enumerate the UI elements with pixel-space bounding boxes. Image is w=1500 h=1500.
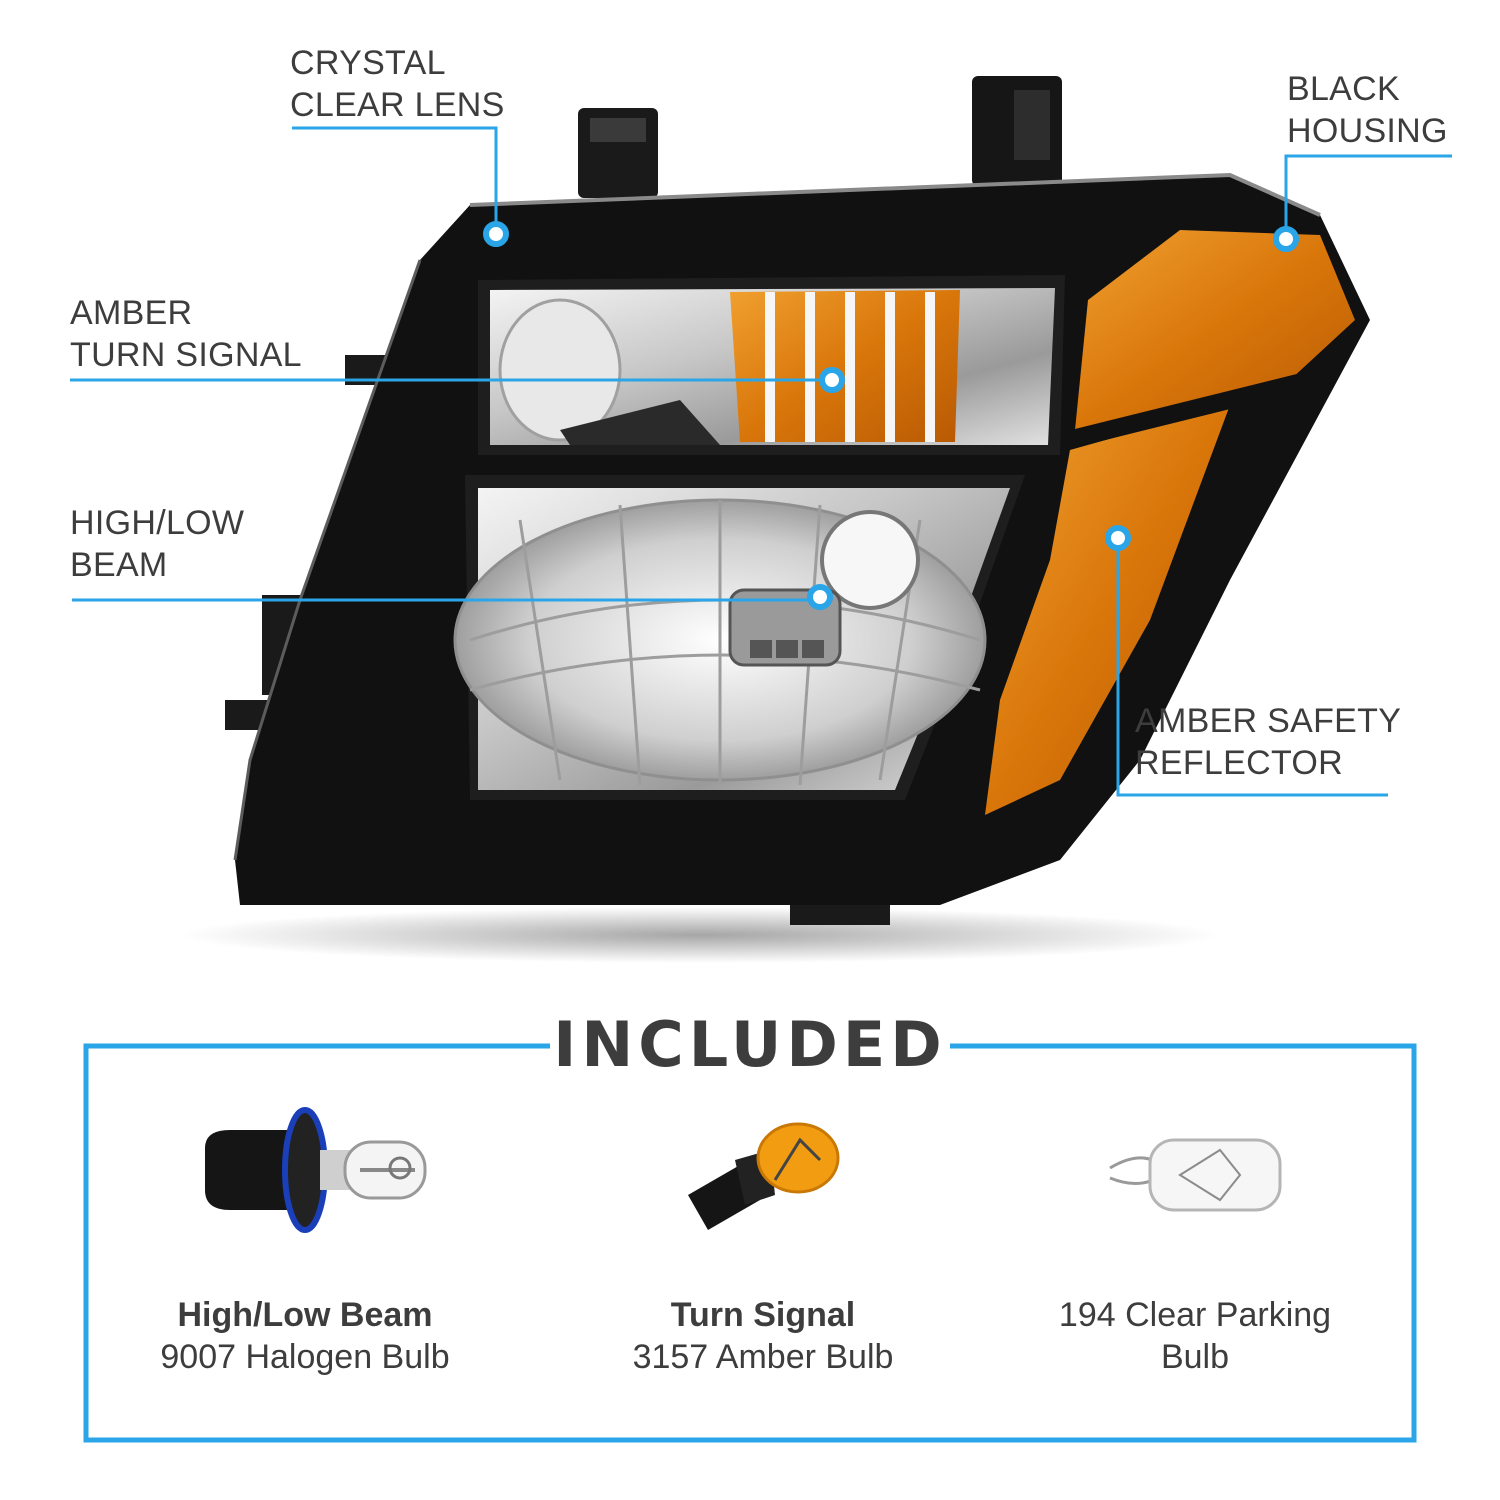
included-title: INCLUDED	[553, 1008, 947, 1081]
headlight-image	[180, 76, 1370, 963]
callout-amber-turn-signal: AMBER TURN SIGNAL	[70, 292, 302, 376]
dot-crystal-clear-lens	[483, 221, 509, 247]
callout-line: CRYSTAL	[290, 44, 446, 82]
callout-line: CLEAR LENS	[290, 86, 505, 124]
amber-bulb-image	[688, 1122, 840, 1230]
included-item-amber-bulb: Turn Signal 3157 Amber Bulb	[563, 1294, 963, 1378]
leader-amber-safety-reflector	[1116, 538, 1388, 797]
callout-amber-safety-reflector: AMBER SAFETY REFLECTOR	[1135, 700, 1401, 784]
clear-bulb-image	[1109, 1138, 1282, 1212]
callout-line: TURN SIGNAL	[70, 336, 302, 374]
callout-high-low-beam: HIGH/LOW BEAM	[70, 502, 244, 586]
callout-crystal-clear-lens: CRYSTAL CLEAR LENS	[290, 42, 505, 126]
included-box	[83, 1043, 1417, 1443]
callout-line: AMBER SAFETY	[1135, 702, 1402, 740]
callout-line: AMBER	[70, 294, 193, 332]
callout-line: BEAM	[70, 546, 168, 584]
item-detail: 3157 Amber Bulb	[632, 1338, 894, 1376]
item-detail: 9007 Halogen Bulb	[160, 1338, 450, 1376]
amber-safety-reflector	[985, 405, 1230, 815]
included-item-parking-bulb: 194 Clear Parking Bulb	[995, 1294, 1395, 1378]
callout-line: HOUSING	[1287, 112, 1448, 150]
item-detail: 194 Clear Parking	[1058, 1296, 1332, 1334]
item-detail-line2: Bulb	[1160, 1338, 1230, 1376]
included-item-halogen: High/Low Beam 9007 Halogen Bulb	[105, 1294, 505, 1378]
callout-line: REFLECTOR	[1135, 744, 1343, 782]
callout-line: BLACK	[1287, 70, 1400, 108]
callout-line: HIGH/LOW	[70, 504, 245, 542]
dot-amber-safety-reflector	[1105, 525, 1131, 551]
item-name: High/Low Beam	[177, 1296, 433, 1334]
item-name: Turn Signal	[670, 1296, 856, 1334]
leader-crystal-clear-lens	[292, 126, 498, 232]
halogen-bulb-image	[205, 1107, 427, 1233]
callout-black-housing: BLACK HOUSING	[1287, 68, 1448, 152]
leader-black-housing	[1284, 154, 1452, 237]
dot-high-low-beam	[807, 584, 833, 610]
dot-black-housing	[1273, 226, 1299, 252]
callout-lines	[70, 126, 1452, 797]
dot-amber-turn-signal	[819, 367, 845, 393]
